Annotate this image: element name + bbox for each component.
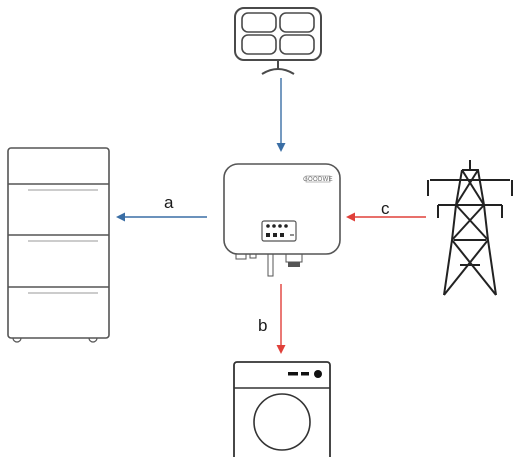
inverter-brand-label: GOODWE bbox=[303, 177, 333, 183]
inverter-icon: GOODWE bbox=[223, 163, 341, 277]
power-pylon-icon bbox=[427, 160, 513, 296]
edge-label-c: c bbox=[381, 199, 390, 218]
solar-panel-icon bbox=[234, 7, 322, 75]
battery-stack-icon bbox=[7, 147, 110, 343]
edge-label-b: b bbox=[258, 316, 267, 335]
washing-machine-icon bbox=[233, 361, 331, 457]
edge-label-a: a bbox=[164, 193, 174, 212]
